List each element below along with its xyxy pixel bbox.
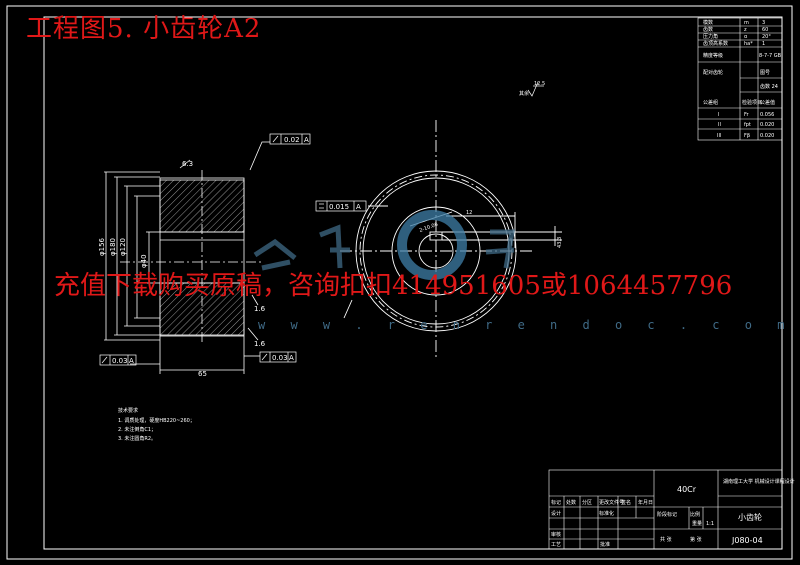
param-row-8-a: 公差组 (703, 99, 718, 106)
param-row-10-a: II (718, 122, 721, 128)
param-row-3-val: 20° (762, 34, 771, 40)
param-row-6-name: 配对齿轮 (703, 69, 723, 76)
drawing-number: J080-04 (731, 536, 763, 545)
tb-label-change: 更改文件号 (599, 499, 624, 506)
param-row-2-name: 齿数 (703, 26, 713, 33)
param-row-9-b: Fr (744, 112, 750, 118)
key-depth-dim: 43.3 (557, 237, 563, 248)
tb-label-count: 处数 (566, 499, 576, 506)
tb-label-stage: 阶段标记 (657, 511, 677, 518)
param-row-8-b: 检验项目 (742, 99, 762, 106)
tb-label-total: 共 张 (660, 536, 672, 543)
param-row-6-val: 图号 (760, 70, 770, 76)
param-row-1-val: 3 (762, 20, 765, 26)
tech-notes-title: 技术要求 (118, 407, 138, 414)
param-row-11-b: Fβ (744, 133, 750, 139)
runout-bottom-value: 0.03 (112, 357, 128, 365)
key-width-dim: 12 (466, 210, 472, 216)
param-row-5-name: 精度等级 (703, 52, 723, 59)
watermark-logo (253, 210, 515, 280)
param-row-2-sym: z (744, 27, 747, 33)
gdt-frame-bottom-left (99, 354, 137, 366)
param-row-9-a: I (718, 112, 719, 118)
param-row-11-c: 0.020 (760, 133, 774, 139)
part-name: 小齿轮 (738, 512, 762, 522)
tb-label-approve: 批准 (600, 541, 610, 548)
front-section-view (104, 141, 270, 374)
param-row-1-sym: m (744, 20, 749, 26)
param-row-4-sym: ha* (744, 41, 753, 47)
param-row-7-val: 齿数 24 (760, 83, 778, 90)
watermark-url: w w w . r e n r e n d o c . c o m (258, 318, 794, 332)
gdt-frame-top (269, 133, 311, 145)
dim-bore: φ40 (140, 254, 148, 268)
datum-a-bottom-right: A (289, 354, 294, 362)
tb-label-mark: 标记 (551, 499, 561, 506)
tb-label-sign: 签名 (621, 499, 631, 506)
param-row-1-name: 模数 (703, 19, 713, 26)
outer-border (6, 5, 793, 560)
tech-note-3: 3. 未注圆角R2。 (118, 435, 156, 442)
param-row-4-name: 齿顶高系数 (703, 40, 728, 47)
roughness-mark-value: 12.5 (534, 81, 545, 87)
roughness-mark-label: 其余 (519, 90, 529, 97)
tb-label-date: 年月日 (638, 499, 653, 506)
tb-label-std: 标准化 (599, 510, 614, 517)
dim-d3: φ156 (98, 237, 106, 256)
download-banner: 充值下载购买原稿，咨询扣扣414951605或1064457796 (54, 271, 733, 301)
param-row-11-a: III (717, 133, 721, 139)
roughness-2: 1.6 (254, 340, 266, 348)
title-block (548, 469, 783, 550)
param-row-2-val: 60 (762, 27, 768, 33)
side-runout-value: 0.015 (329, 203, 349, 211)
tb-label-design: 设计 (551, 510, 561, 517)
datum-a-bottom-left: A (129, 357, 134, 365)
dim-d2: φ180 (109, 238, 117, 256)
param-row-4-val: 1 (762, 41, 765, 47)
scale-label: 比例 (690, 511, 700, 518)
datum-a-top: A (304, 136, 309, 144)
tech-note-1: 1. 调质处理，硬度HB220~260； (118, 417, 195, 424)
parameter-table (697, 17, 783, 141)
tech-note-2: 2. 未注倒角C1； (118, 426, 156, 433)
parameter-table-text: 模数 m 3 齿数 z 60 压力角 α 20° 齿顶高系数 ha* 1 精度等… (703, 19, 782, 139)
gdt-frame-side (315, 200, 367, 212)
material-value: 40Cr (677, 485, 697, 494)
param-row-10-c: 0.020 (760, 122, 774, 128)
param-row-8-c: 公差值 (760, 99, 775, 106)
param-row-3-name: 压力角 (703, 33, 718, 40)
runout-top-value: 0.02 (284, 136, 300, 144)
dim-d1: φ120 (119, 238, 127, 256)
school-name: 湖南理工大学 机械设计课程设计 (723, 478, 795, 485)
tb-label-zone: 分区 (582, 499, 592, 506)
tb-label-sheet: 第 张 (690, 536, 702, 543)
roughness-1: 1.6 (254, 305, 266, 313)
roughness-symbol (527, 81, 544, 97)
runout-right-value: 0.03 (272, 354, 288, 362)
param-row-3-sym: α (744, 34, 748, 40)
title-block-text: 40Cr 湖南理工大学 机械设计课程设计 小齿轮 J080-04 比例 1:1 … (551, 478, 795, 548)
width-dimension: 65 (198, 370, 207, 378)
param-row-9-c: 0.056 (760, 112, 774, 118)
technical-notes: 技术要求 1. 调质处理，硬度HB220~260； 2. 未注倒角C1； 3. … (118, 407, 195, 442)
face-roughness: 6.3 (182, 160, 193, 168)
tb-label-weight: 重量 (692, 520, 702, 527)
inner-border (43, 16, 783, 550)
tb-label-process: 工艺 (551, 542, 561, 548)
page-title: 工程图5. 小齿轮A2 (26, 14, 262, 44)
scale-value: 1:1 (706, 521, 714, 527)
param-row-10-b: fpt (744, 122, 751, 128)
gdt-frame-bottom-right (259, 351, 297, 363)
side-datum: A (356, 203, 361, 211)
tb-label-review: 审核 (551, 531, 561, 538)
param-row-5-val: 8-7-7 GB (759, 53, 782, 59)
